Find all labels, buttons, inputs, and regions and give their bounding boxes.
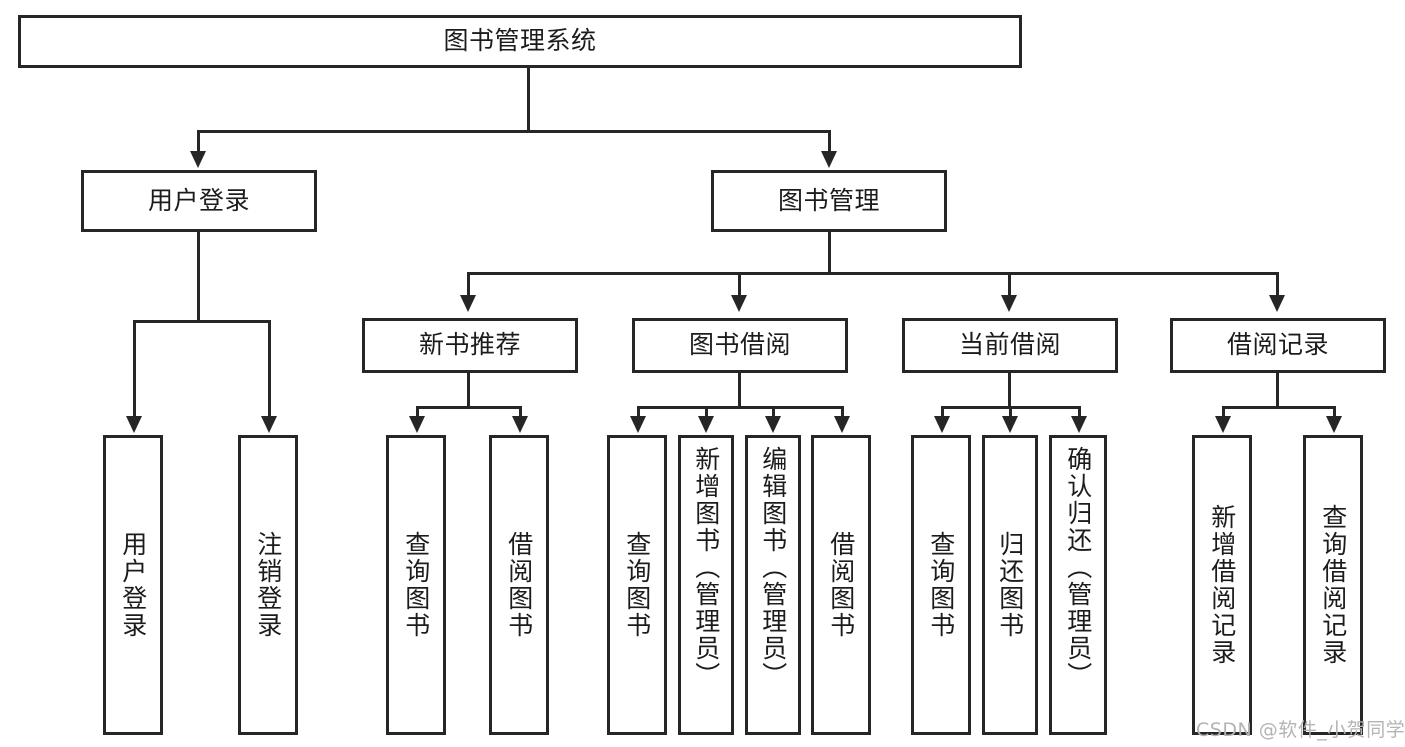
- arrowhead-current-borrow: [1001, 295, 1017, 312]
- node-leaf-query-record[interactable]: 查询借阅记录: [1303, 435, 1363, 735]
- connector-newbook-bus: [416, 406, 522, 409]
- arrowhead-leaf-add-book: [698, 416, 714, 433]
- connector-bm-to-record: [1276, 272, 1279, 297]
- connector-bm-to-current: [1008, 272, 1011, 297]
- node-new-book-rec[interactable]: 新书推荐: [362, 318, 578, 373]
- arrowhead-book-borrow: [731, 295, 747, 312]
- node-leaf-add-book-label: 新增图书（管理员）: [691, 446, 721, 689]
- node-leaf-user-logout-label: 注销登录: [253, 531, 283, 639]
- connector-user-login-stem: [197, 232, 200, 322]
- node-leaf-query-book-3-label: 查询图书: [926, 531, 956, 639]
- arrowhead-borrow-record: [1269, 295, 1285, 312]
- node-root-label: 图书管理系统: [443, 26, 597, 56]
- connector-root-stem: [527, 67, 530, 132]
- arrowhead-leaf-query-record: [1326, 416, 1342, 433]
- arrowhead-leaf-borrow-book-2: [834, 416, 850, 433]
- node-leaf-query-book-1[interactable]: 查询图书: [386, 435, 446, 735]
- connector-newbook-to-leaf2: [519, 406, 522, 418]
- node-leaf-return-book[interactable]: 归还图书: [982, 435, 1038, 735]
- connector-borrow-to-leaf2: [705, 406, 708, 418]
- connector-record-bus: [1222, 406, 1336, 409]
- arrowhead-leaf-edit-book: [765, 416, 781, 433]
- node-borrow-record-label: 借阅记录: [1226, 330, 1329, 360]
- node-leaf-query-book-1-label: 查询图书: [401, 531, 431, 639]
- node-leaf-confirm-return-label: 确认归还（管理员）: [1063, 446, 1093, 689]
- node-leaf-query-record-label: 查询借阅记录: [1318, 504, 1348, 666]
- connector-current-to-leaf2: [1009, 406, 1012, 418]
- node-leaf-query-book-2[interactable]: 查询图书: [607, 435, 667, 735]
- connector-record-to-leaf2: [1333, 406, 1336, 418]
- node-leaf-borrow-book-1[interactable]: 借阅图书: [489, 435, 549, 735]
- node-leaf-user-login[interactable]: 用户登录: [103, 435, 163, 735]
- connector-borrow-stem: [738, 373, 741, 408]
- node-current-borrow[interactable]: 当前借阅: [902, 318, 1118, 373]
- arrowhead-leaf-add-record: [1215, 416, 1231, 433]
- arrowhead-book-manage: [821, 151, 837, 168]
- node-leaf-edit-book-label: 编辑图书（管理员）: [758, 446, 788, 689]
- arrowhead-leaf-query-book-2: [630, 416, 646, 433]
- connector-record-to-leaf1: [1222, 406, 1225, 418]
- node-root[interactable]: 图书管理系统: [18, 15, 1022, 68]
- arrowhead-leaf-return-book: [1002, 416, 1018, 433]
- connector-bm-to-borrow: [738, 272, 741, 297]
- node-leaf-add-book[interactable]: 新增图书（管理员）: [678, 435, 734, 735]
- connector-bm-to-newbook: [467, 272, 470, 297]
- node-leaf-borrow-book-1-label: 借阅图书: [504, 531, 534, 639]
- node-leaf-borrow-book-2-label: 借阅图书: [826, 531, 856, 639]
- node-book-borrow-label: 图书借阅: [688, 330, 791, 360]
- connector-current-stem: [1008, 373, 1011, 408]
- node-leaf-confirm-return[interactable]: 确认归还（管理员）: [1049, 435, 1107, 735]
- connector-user-login-to-leaf1: [133, 320, 136, 418]
- connector-current-to-leaf1: [941, 406, 944, 418]
- csdn-watermark: CSDN @软件_小贺同学: [1196, 719, 1405, 741]
- node-book-borrow[interactable]: 图书借阅: [632, 318, 848, 373]
- node-current-borrow-label: 当前借阅: [958, 330, 1061, 360]
- connector-book-manage-stem: [828, 232, 831, 274]
- connector-root-bus: [197, 130, 831, 133]
- node-leaf-user-logout[interactable]: 注销登录: [238, 435, 298, 735]
- node-leaf-borrow-book-2[interactable]: 借阅图书: [811, 435, 871, 735]
- connector-borrow-to-leaf1: [637, 406, 640, 418]
- arrowhead-user-login: [190, 151, 206, 168]
- node-borrow-record[interactable]: 借阅记录: [1170, 318, 1386, 373]
- node-leaf-return-book-label: 归还图书: [995, 531, 1025, 639]
- connector-newbook-stem: [467, 373, 470, 408]
- connector-borrow-to-leaf3: [772, 406, 775, 418]
- connector-root-to-book-manage: [828, 130, 831, 153]
- node-leaf-add-record-label: 新增借阅记录: [1207, 504, 1237, 666]
- connector-book-manage-bus: [467, 272, 1279, 275]
- arrowhead-new-book-rec: [460, 295, 476, 312]
- connector-borrow-bus: [637, 406, 844, 409]
- node-leaf-edit-book[interactable]: 编辑图书（管理员）: [745, 435, 801, 735]
- arrowhead-leaf-query-book-3: [934, 416, 950, 433]
- node-user-login[interactable]: 用户登录: [81, 170, 317, 232]
- arrowhead-leaf-confirm-return: [1071, 416, 1087, 433]
- arrowhead-leaf-borrow-book-1: [512, 416, 528, 433]
- node-book-manage-label: 图书管理: [777, 185, 880, 215]
- node-leaf-user-login-label: 用户登录: [118, 531, 148, 639]
- connector-newbook-to-leaf1: [416, 406, 419, 418]
- arrowhead-leaf-query-book-1: [409, 416, 425, 433]
- connector-borrow-to-leaf4: [841, 406, 844, 418]
- node-new-book-rec-label: 新书推荐: [418, 330, 521, 360]
- node-leaf-query-book-3[interactable]: 查询图书: [911, 435, 971, 735]
- node-leaf-add-record[interactable]: 新增借阅记录: [1192, 435, 1252, 735]
- node-user-login-label: 用户登录: [147, 185, 250, 215]
- node-leaf-query-book-2-label: 查询图书: [622, 531, 652, 639]
- arrowhead-leaf-user-logout: [261, 416, 277, 433]
- connector-current-to-leaf3: [1078, 406, 1081, 418]
- connector-user-login-bus: [133, 320, 271, 323]
- connector-root-to-user-login: [197, 130, 200, 153]
- node-book-manage[interactable]: 图书管理: [711, 170, 947, 232]
- connector-user-login-to-leaf2: [268, 320, 271, 418]
- connector-record-stem: [1276, 373, 1279, 408]
- arrowhead-leaf-user-login: [126, 416, 142, 433]
